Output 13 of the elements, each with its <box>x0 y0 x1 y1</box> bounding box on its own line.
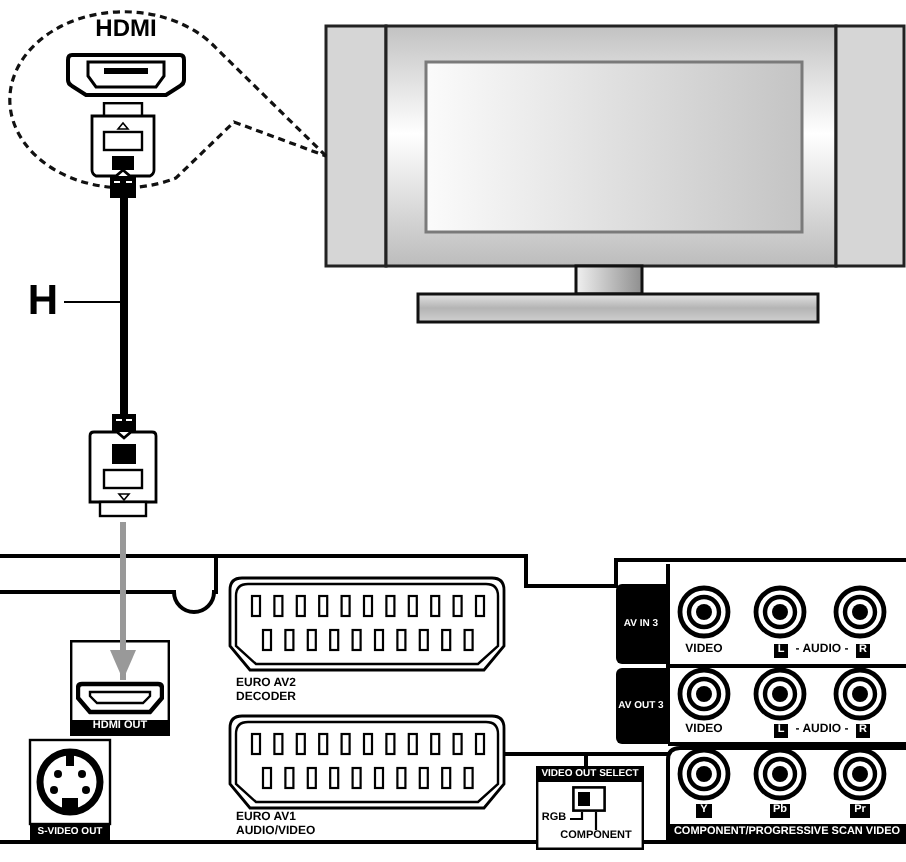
arrow <box>110 522 136 680</box>
port-label: HDMI <box>93 16 159 42</box>
hdmi-plug <box>90 102 156 198</box>
selector-panel <box>536 766 644 850</box>
leader-line <box>594 812 598 830</box>
hdmi-plug <box>88 414 158 518</box>
callout-letter: H <box>24 278 62 326</box>
hdmi-cable <box>120 196 128 416</box>
hdmi-port <box>76 680 164 716</box>
leader-line <box>570 812 584 821</box>
leader-line <box>64 300 120 304</box>
port-panel <box>70 640 170 736</box>
slide-switch <box>572 786 606 812</box>
